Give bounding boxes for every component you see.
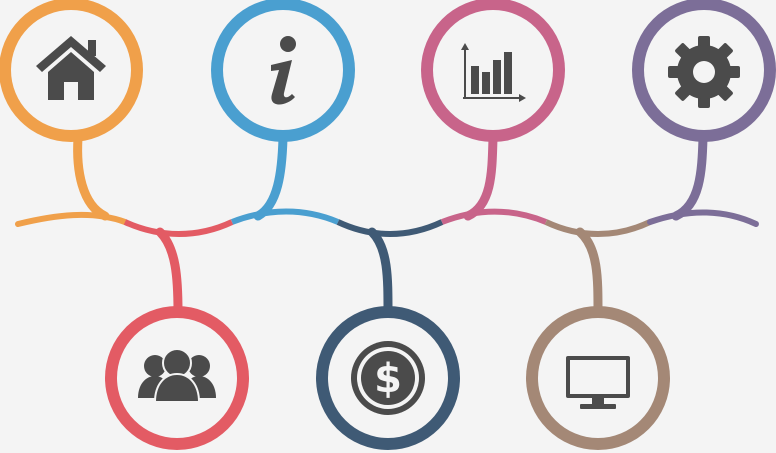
stem-info-line xyxy=(253,133,288,221)
node-monitor xyxy=(526,306,670,450)
stem-team-line xyxy=(155,227,183,317)
wave-segment-purple xyxy=(647,209,759,227)
wave-segment-blue xyxy=(230,208,340,225)
info-icon xyxy=(271,36,296,105)
node-home xyxy=(0,0,143,142)
bar-chart-icon xyxy=(461,43,526,102)
stem-monitor-line xyxy=(575,227,603,317)
stem-home-line xyxy=(73,133,110,221)
wave-segment-pink xyxy=(440,208,548,225)
node-settings xyxy=(632,0,776,142)
wave-connector xyxy=(15,208,759,237)
stem-chart-line xyxy=(463,133,498,221)
node-chart xyxy=(421,0,565,142)
wave-segment-orange xyxy=(15,211,128,227)
home-icon xyxy=(36,36,106,100)
stem-settings-line xyxy=(671,133,708,221)
stem-money-line xyxy=(367,227,393,317)
wave-segment-red xyxy=(123,219,234,237)
dollar-icon: $ xyxy=(351,341,425,415)
node-info xyxy=(211,0,355,142)
svg-text:$: $ xyxy=(374,356,402,402)
wave-segment-taupe xyxy=(544,219,652,237)
wave-segment-navy xyxy=(336,219,444,237)
node-team xyxy=(105,306,249,450)
people-icon xyxy=(138,348,216,403)
gear-icon xyxy=(668,36,740,108)
node-money: $ xyxy=(316,306,460,450)
monitor-icon xyxy=(566,356,630,409)
stems xyxy=(73,133,708,317)
